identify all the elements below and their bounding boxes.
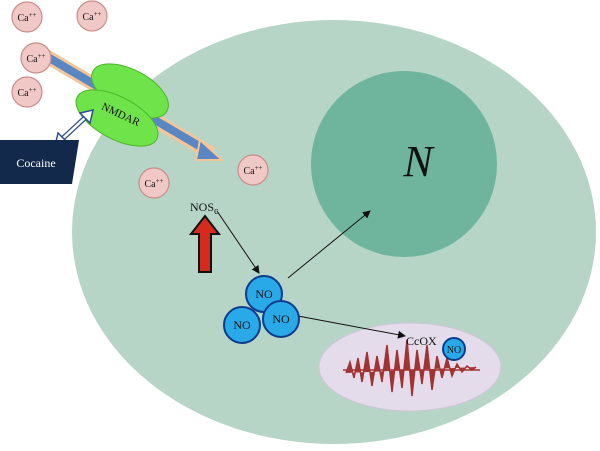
cocaine-box — [0, 140, 79, 184]
no-molecule: NO — [262, 300, 300, 338]
calcium-ion: Ca++ — [11, 76, 43, 108]
nucleus — [311, 71, 497, 257]
svg-text:Ca++: Ca++ — [243, 164, 262, 177]
nmdar-receptor-lower — [75, 89, 159, 147]
svg-text:Ca++: Ca++ — [82, 10, 101, 23]
calcium-ion: Ca++ — [11, 1, 43, 33]
svg-text:Ca++: Ca++ — [17, 11, 36, 24]
calcium-ion: Ca++ — [20, 42, 52, 74]
upregulation-arrow — [188, 214, 222, 273]
no-to-nucleus-arrow — [287, 210, 371, 279]
svg-text:Ca++: Ca++ — [17, 86, 36, 99]
svg-text:NO: NO — [255, 287, 273, 301]
calcium-ion: Ca++ — [76, 0, 108, 32]
ccox-label: CcOX — [406, 334, 437, 348]
svg-text:Ca++: Ca++ — [26, 52, 45, 65]
nos-to-no-arrow — [216, 210, 260, 274]
nucleus-label: N — [402, 137, 435, 186]
svg-text:NO: NO — [272, 312, 290, 326]
no-to-ccox-arrow — [297, 315, 406, 339]
calcium-ion: Ca++ — [138, 167, 170, 199]
svg-text:NO: NO — [233, 318, 251, 332]
no-molecule: NO — [223, 306, 261, 344]
svg-text:Ca++: Ca++ — [144, 177, 163, 190]
no-molecule-ccox — [442, 337, 466, 361]
cocaine-label: Cocaine — [16, 156, 55, 170]
no-molecule-ccox-label: NO — [447, 345, 461, 356]
nos-label: NOSc — [190, 200, 219, 217]
calcium-ion: Ca++ — [237, 154, 269, 186]
